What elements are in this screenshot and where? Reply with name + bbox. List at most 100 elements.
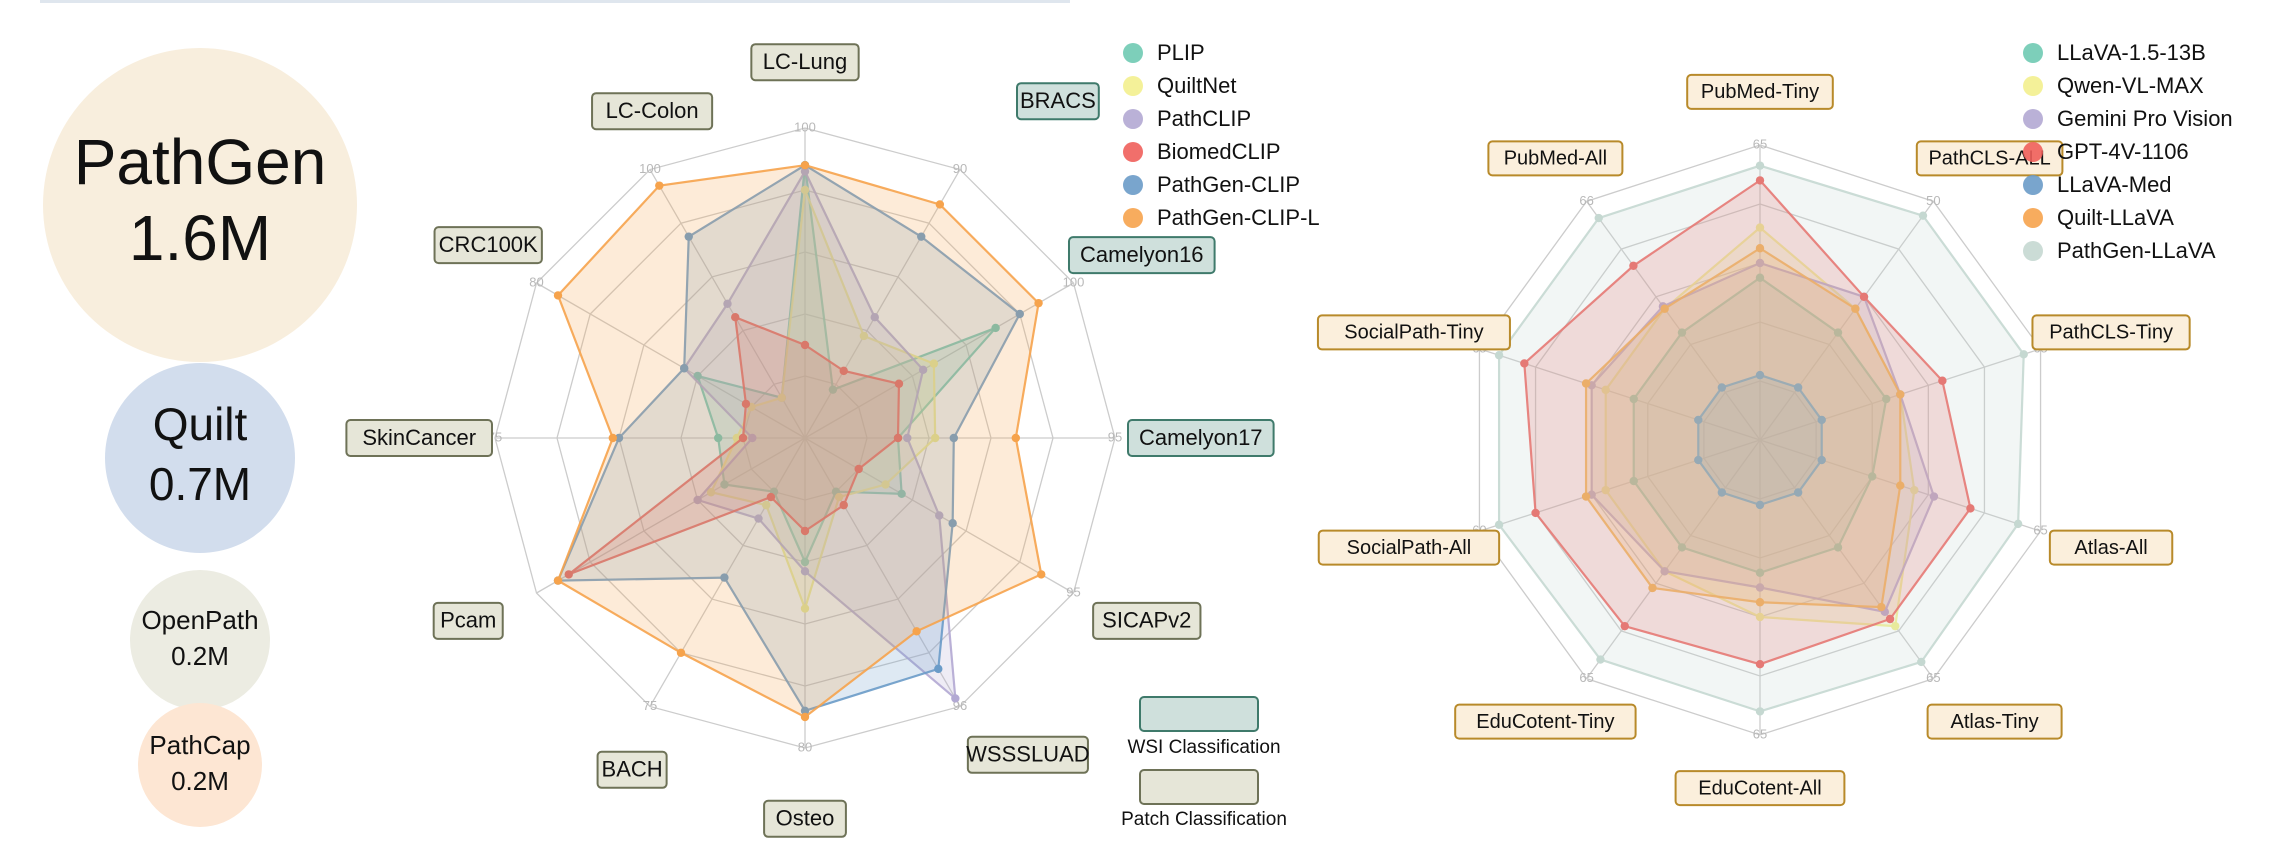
- clip-data-point: [679, 364, 689, 373]
- clip-data-point: [693, 495, 702, 505]
- llm-data-point: [1601, 385, 1610, 395]
- clip-category-label: BACH: [602, 757, 663, 782]
- clip-category-label-box: [1092, 601, 1202, 640]
- llm-spoke: [1479, 439, 1761, 532]
- llm-data-point: [1494, 520, 1504, 529]
- llm-data-point: [1755, 161, 1765, 170]
- llm-axis-max-label: 65: [1579, 670, 1593, 685]
- llm-data-point: [1717, 383, 1727, 392]
- llm-data-point: [1755, 223, 1765, 232]
- clip-data-point: [854, 464, 863, 474]
- clip-data-point: [800, 567, 810, 576]
- llm-category-label-box: [1686, 73, 1834, 110]
- llm-data-point: [1793, 488, 1803, 497]
- patch-legend-box: [1139, 769, 1259, 805]
- llm-category-label-box: [1454, 703, 1637, 740]
- clip-data-point: [839, 366, 848, 376]
- llm-data-point: [1755, 273, 1765, 282]
- llm-category-label: Atlas-Tiny: [1951, 711, 2039, 733]
- clip-data-point: [553, 576, 563, 585]
- llm-data-point: [1918, 211, 1928, 220]
- clip-data-point: [777, 393, 786, 402]
- llm-axis-max-label: 66: [1579, 193, 1593, 208]
- clip-axis-max-label: 90: [953, 161, 967, 176]
- llm-data-point: [1755, 500, 1765, 510]
- clip-category-label-box: [433, 226, 543, 265]
- llm-data-point: [1629, 394, 1638, 404]
- clip-category-label: WSSSLUAD: [966, 742, 1089, 767]
- llm-data-point: [1755, 583, 1765, 592]
- llm-legend-swatch: [2023, 241, 2043, 261]
- llm-legend-label: Gemini Pro Vision: [2057, 106, 2233, 131]
- clip-data-point: [948, 519, 957, 528]
- llm-data-point: [1601, 485, 1610, 495]
- clip-legend-label: PLIP: [1157, 40, 1205, 65]
- clip-spoke: [649, 437, 806, 707]
- clip-data-point: [1011, 433, 1020, 443]
- top-divider-line: [40, 0, 1070, 3]
- llm-legend-swatch: [2023, 175, 2043, 195]
- llm-category-label-box: [1674, 770, 1846, 807]
- patch-legend-label: Patch Classification: [1121, 809, 1287, 830]
- llm-data-point: [1817, 415, 1826, 425]
- clip-data-point: [731, 312, 740, 322]
- llm-axis-max-label: 65: [1753, 726, 1767, 741]
- llm-data-point: [1891, 621, 1900, 631]
- clip-axis-max-label: 80: [798, 739, 812, 754]
- llm-data-point: [1755, 660, 1765, 669]
- clip-category-label-box: [432, 601, 504, 640]
- clip-data-point: [655, 181, 664, 190]
- clip-data-point: [828, 385, 838, 394]
- llm-data-point: [1648, 583, 1657, 593]
- llm-data-point: [1755, 598, 1765, 607]
- llm-category-label-box: [1317, 529, 1501, 566]
- clip-category-label-box: [763, 799, 847, 838]
- quilt-dataset-name: Quilt: [153, 398, 248, 450]
- pathgen-dataset-size: 1.6M: [129, 202, 271, 274]
- pathcap-dataset-name: PathCap: [149, 730, 250, 760]
- llm-category-label: PathCLS-Tiny: [2049, 322, 2173, 344]
- llm-legend-swatch: [2023, 208, 2043, 228]
- clip-data-point: [738, 433, 748, 443]
- clip-data-point: [800, 167, 810, 176]
- clip-data-point: [834, 492, 844, 502]
- llm-spoke: [1586, 200, 1761, 441]
- llm-data-point: [1694, 415, 1703, 425]
- llm-category-label-box: [1926, 703, 2063, 740]
- clip-category-label-box: [1067, 236, 1216, 275]
- clip-category-label-box: [1127, 419, 1275, 457]
- llm-legend-swatch: [2023, 109, 2043, 129]
- llm-spoke: [1759, 200, 1934, 441]
- clip-data-point: [839, 500, 848, 510]
- llm-axis-max-label: 50: [1926, 193, 1940, 208]
- llm-data-point: [1896, 390, 1905, 399]
- llm-axis-max-label: 65: [1926, 670, 1940, 685]
- llm-data-point: [1882, 394, 1891, 404]
- llm-data-point: [1929, 492, 1939, 501]
- llm-data-point: [1594, 213, 1603, 223]
- llm-data-point: [1677, 543, 1687, 552]
- clip-data-point: [800, 526, 810, 536]
- clip-legend-swatch: [1123, 43, 1143, 63]
- clip-data-point: [614, 433, 624, 443]
- llm-data-point: [1494, 351, 1504, 360]
- clip-data-point: [951, 694, 960, 703]
- openpath-dataset-name: OpenPath: [141, 605, 258, 635]
- clip-data-point: [859, 331, 869, 341]
- quilt-dataset-size: 0.7M: [149, 458, 251, 510]
- clip-data-point: [720, 480, 729, 489]
- clip-data-point: [1037, 570, 1046, 579]
- llm-data-point: [1910, 485, 1919, 495]
- clip-data-point: [800, 161, 810, 170]
- clip-legend-label: QuiltNet: [1157, 73, 1236, 98]
- llm-legend-label: GPT-4V-1106: [2057, 139, 2189, 164]
- llm-category-label: EduCotent-Tiny: [1476, 711, 1614, 733]
- llm-axis-max-label: 65: [1753, 136, 1767, 151]
- quilt-bubble: [105, 363, 295, 553]
- pathcap-dataset-size: 0.2M: [171, 766, 229, 796]
- openpath-bubble: [130, 570, 270, 710]
- llm-data-point: [1620, 621, 1629, 631]
- clip-axis-max-label: 95: [1066, 584, 1080, 599]
- llm-data-point: [1877, 602, 1886, 612]
